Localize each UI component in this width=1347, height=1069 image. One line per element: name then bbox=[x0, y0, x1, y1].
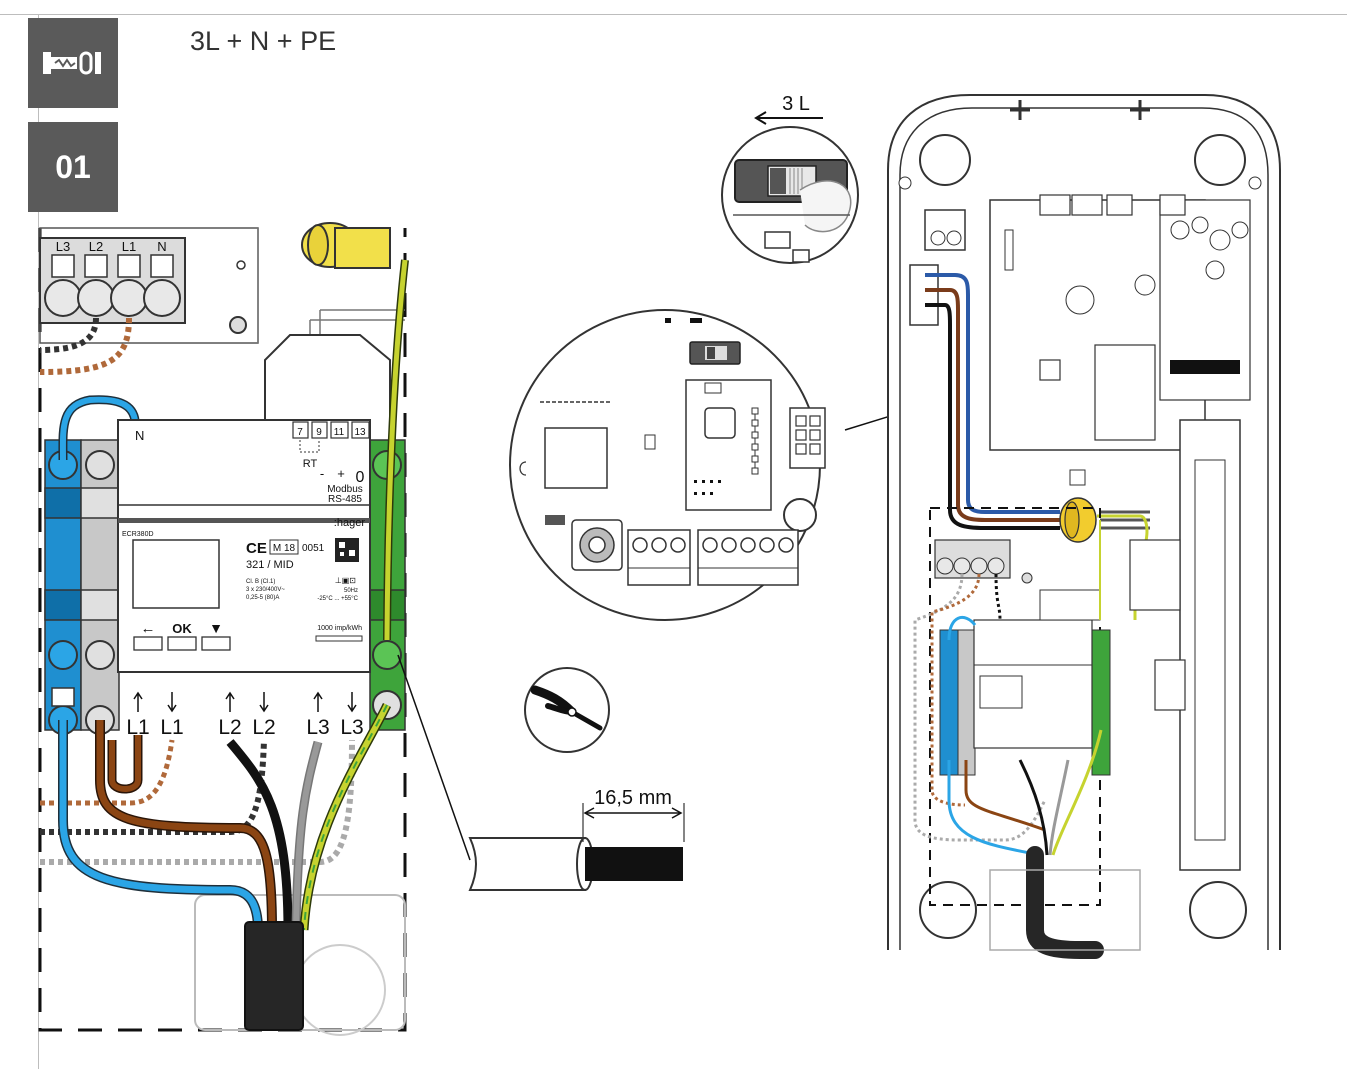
switch-label: 3 L bbox=[782, 93, 810, 115]
back-arrow-icon: ← bbox=[141, 620, 156, 637]
meter-model: ECR380D bbox=[122, 531, 154, 538]
left-rule bbox=[38, 14, 39, 1069]
meter-terminal-7: 7 bbox=[297, 427, 303, 438]
meter-spec-3: 0,25-5 (80)A bbox=[246, 595, 279, 601]
phase-label-l2-in: L2 bbox=[218, 716, 241, 739]
wire-stripper-icon bbox=[524, 667, 610, 753]
wiring-title: 3L + N + PE bbox=[190, 26, 337, 56]
phase-switch-detail: 3 L bbox=[721, 93, 859, 264]
meter-brand: :hager bbox=[334, 517, 366, 529]
cable-cores bbox=[58, 259, 409, 931]
meter-mark-number: 0051 bbox=[302, 543, 325, 554]
meter-temperature: -25°C ... +55°C bbox=[317, 596, 358, 602]
meter-spec-1: Cl. B (Cl.1) bbox=[246, 579, 275, 585]
terminal-label-n: N bbox=[157, 239, 166, 254]
meter-ok-label: OK bbox=[172, 621, 192, 636]
meter-neutral-label: N bbox=[135, 428, 144, 443]
meter-spec-2: 3 x 230/400V~ bbox=[246, 587, 285, 593]
phase-markers: L1 L1 L2 L2 L3 L3 bbox=[126, 691, 364, 739]
meter-m-mark: M 18 bbox=[273, 543, 296, 554]
meter-bus-label-2: RS-485 bbox=[328, 494, 362, 505]
strip-length-label: 16,5 mm bbox=[594, 787, 672, 809]
ce-mark: CE bbox=[246, 540, 267, 557]
down-arrow-icon: ▼ bbox=[209, 620, 223, 636]
terminal-label-l1: L1 bbox=[122, 239, 136, 254]
meter-minus-label: - bbox=[320, 466, 324, 481]
class-symbols: ⊥▣⊡ bbox=[335, 576, 356, 585]
phase-label-l2-out: L2 bbox=[252, 716, 275, 739]
meter-impulses: 1000 imp/kWh bbox=[317, 625, 362, 632]
meter-zero-label: 0 bbox=[356, 469, 365, 486]
terminal-block: L3 L2 L1 N bbox=[44, 239, 181, 317]
meter-terminal-13: 13 bbox=[354, 427, 366, 438]
qr-code bbox=[335, 538, 359, 562]
charger-overview bbox=[887, 94, 1281, 959]
meter-terminal-9: 9 bbox=[316, 427, 322, 438]
stripped-cable: 16,5 mm bbox=[468, 787, 685, 891]
meter-rt-label: RT bbox=[303, 458, 318, 470]
installer-tool-icon bbox=[43, 51, 101, 75]
phase-label-l1-in: L1 bbox=[126, 716, 149, 739]
meter-terminal-11: 11 bbox=[334, 427, 345, 438]
top-rule bbox=[0, 14, 1347, 15]
detail-panel: L3 L2 L1 N bbox=[38, 222, 409, 1036]
meter-plus-label: + bbox=[337, 466, 345, 481]
meter-bus-label-1: Modbus bbox=[327, 484, 363, 495]
meter-frequency: 50Hz bbox=[344, 588, 358, 594]
cable-sheath bbox=[244, 921, 304, 1031]
step-number-box: 01 bbox=[28, 122, 118, 212]
energy-meter: N 7 9 11 13 RT - + 0 Modbus RS-485 :hage… bbox=[117, 419, 371, 673]
section-icon-box bbox=[28, 18, 118, 108]
pcb-zoom-detail bbox=[509, 309, 826, 621]
terminal-label-l3: L3 bbox=[56, 239, 70, 254]
step-number: 01 bbox=[55, 148, 91, 185]
terminal-label-l2: L2 bbox=[89, 239, 103, 254]
phase-label-l3-out: L3 bbox=[340, 716, 363, 739]
phase-label-l3-in: L3 bbox=[306, 716, 329, 739]
meter-cert: 321 / MID bbox=[246, 559, 294, 571]
phase-label-l1-out: L1 bbox=[160, 716, 183, 739]
